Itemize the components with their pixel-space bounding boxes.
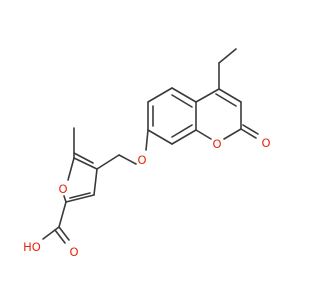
bond-c2-o1 <box>223 128 242 140</box>
bond-c5-c6 <box>147 87 173 103</box>
atom-label-o-lactone-carbonyl: O <box>261 136 270 150</box>
bond-cooh-carbonyl-double <box>54 229 66 244</box>
atom-label-o-ether: O <box>137 153 146 167</box>
bond-c8-c8a <box>171 129 197 145</box>
bond-c2-carbonyl-double <box>242 124 259 135</box>
bond-furan-c3-c2-double <box>73 152 94 164</box>
atom-label-o-furan: O <box>58 182 67 196</box>
bond-c7-o-ether <box>145 129 149 151</box>
atom-label-o-acid-carbonyl: O <box>69 245 78 259</box>
bond-furan-c5-c4 <box>65 194 95 203</box>
bond-c2-carbonyl <box>240 128 257 139</box>
bond-c7-c8 <box>147 129 173 145</box>
bond-ethyl-ch3-ch2 <box>218 48 237 64</box>
bond-o-ether-ch2 <box>118 154 137 165</box>
bond-furan-c2-o <box>67 157 75 181</box>
atom-label-o-lactone-ring: O <box>212 137 221 151</box>
bond-c5-cooh <box>58 201 67 228</box>
bond-o1-c8a <box>195 129 212 140</box>
atom-label-hydroxyl: HO <box>23 240 41 254</box>
bond-furan-c5-c4-double <box>69 192 91 199</box>
bond-ch2-furan-c3 <box>96 154 120 170</box>
bond-c4a-c5-double <box>171 94 193 108</box>
bond-furan-c3-c2 <box>73 157 98 170</box>
structure-canvas: O O HO O O O <box>23 48 271 259</box>
bond-c4a-c4 <box>195 88 220 103</box>
atom-labels: O O HO O O O <box>23 136 270 259</box>
bonds <box>42 48 259 244</box>
bond-cooh-carbonyl <box>58 226 70 241</box>
bond-c4a-c5 <box>171 87 197 103</box>
bond-cooh-oh <box>42 226 60 240</box>
bond-c4-c3 <box>218 88 242 103</box>
bond-furan-o-c5 <box>63 195 67 203</box>
bond-c4-c3-double <box>215 93 237 107</box>
bond-furan-c4-c3 <box>93 168 98 196</box>
bond-c8-c8a-double <box>171 124 193 138</box>
chemical-structure-diagram: O O HO O O O <box>23 48 271 259</box>
